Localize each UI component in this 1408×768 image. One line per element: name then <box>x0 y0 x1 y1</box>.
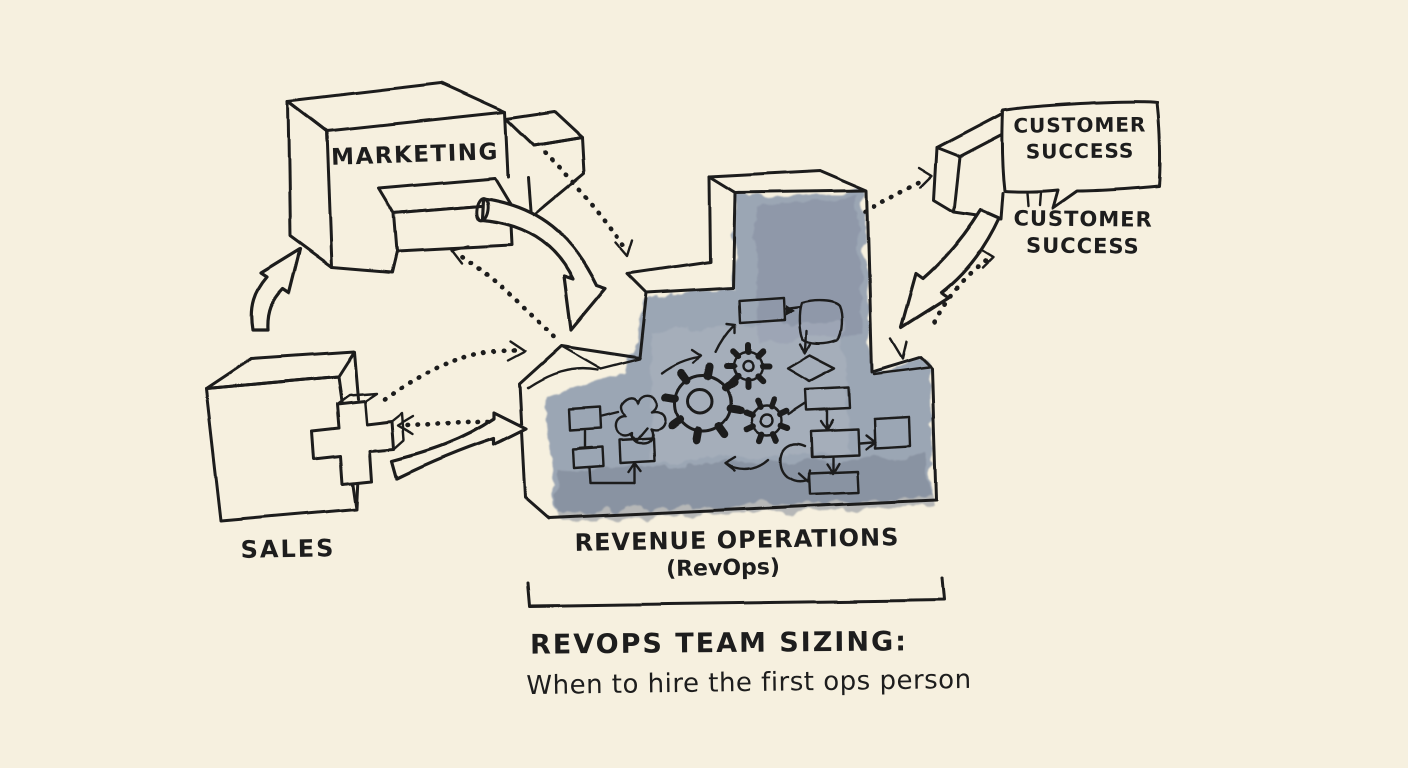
check-scribble <box>628 426 649 443</box>
dotted-arrow-revops-to-cs-box <box>863 176 929 215</box>
customer-success-box <box>932 99 1162 221</box>
revops-left-wedge-fold <box>559 344 642 371</box>
speech-bubble-text: CUSTOMER SUCCESS <box>1013 112 1146 164</box>
revops-funnel-inner-line <box>525 367 600 390</box>
arrow-marketing-to-revops <box>480 196 608 332</box>
customer-success-label: CUSTOMER SUCCESS <box>1013 205 1153 260</box>
revops-step-front-edge <box>645 286 735 295</box>
revops-tower-top-left-edge <box>707 175 737 195</box>
puzzle-piece-icon <box>614 393 667 445</box>
flowchart-right <box>779 385 912 496</box>
bracket-icon <box>525 576 947 608</box>
caption-subtitle: When to hire the first ops person <box>526 664 972 702</box>
customer-success-label-line1: CUSTOMER <box>1013 206 1153 232</box>
sales-building <box>204 350 406 523</box>
customer-success-label-line2: SUCCESS <box>1025 233 1140 259</box>
arrow-sales-to-revops <box>390 411 528 481</box>
small-arrow-icon <box>660 348 703 375</box>
sales-label: SALES <box>240 534 336 564</box>
gear-icon <box>743 396 791 444</box>
flowchart-left <box>567 405 656 485</box>
revops-tower-top-front-edge <box>733 189 868 195</box>
diamond-shape <box>786 353 837 383</box>
dotted-arrow-revops-to-marketing <box>457 252 556 339</box>
revops-tower-left-edge <box>731 192 737 290</box>
speech-bubble-line2: SUCCESS <box>1025 138 1135 164</box>
dotted-arrow-sales-to-revops <box>382 347 521 402</box>
caption-title: REVOPS TEAM SIZING: <box>529 626 909 661</box>
flowchart-top <box>714 296 843 383</box>
revops-outline <box>517 169 938 520</box>
large-gear-icon <box>661 362 745 446</box>
loop-arrow-icon <box>779 442 812 483</box>
revops-right-dart <box>889 337 909 361</box>
small-arrow-icon <box>724 455 771 472</box>
revops-right-wedge-inner <box>872 365 931 376</box>
arrow-cs-to-revops <box>899 208 1001 330</box>
gear-icon <box>724 342 772 390</box>
speech-bubble-icon <box>1000 99 1162 210</box>
revops-label: REVENUE OPERATIONS <box>574 523 900 557</box>
puzzle-connector-icon <box>310 399 396 486</box>
revops-structure <box>517 169 938 520</box>
arrow-sales-up <box>250 247 302 332</box>
revops-machinery <box>567 296 912 496</box>
revops-sublabel: (RevOps) <box>665 555 781 582</box>
ribbon-arrows <box>250 196 1001 481</box>
speech-bubble-line1: CUSTOMER <box>1013 112 1147 138</box>
dotted-arrow-revops-to-cs-label <box>931 256 991 325</box>
marketing-building <box>286 81 586 274</box>
